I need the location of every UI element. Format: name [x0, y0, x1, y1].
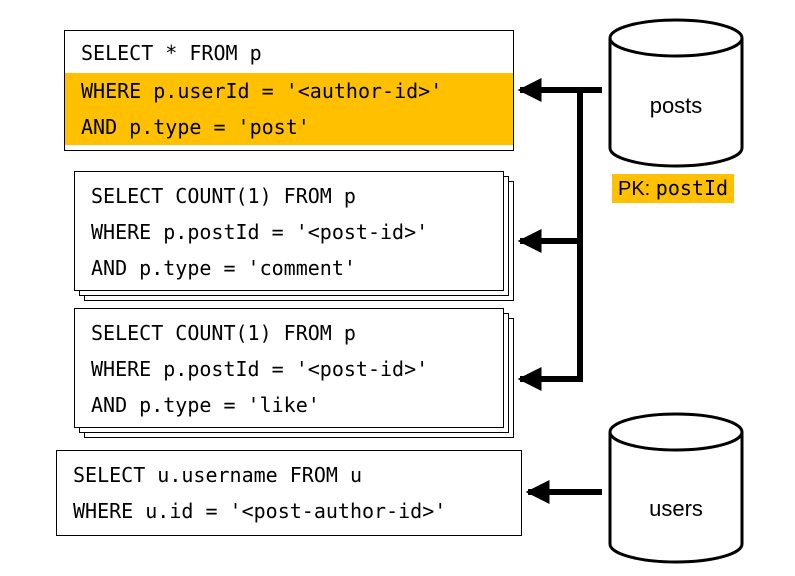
query-box-author-username: SELECT u.username FROM u WHERE u.id = '<…	[56, 450, 522, 536]
query-box-like-count: SELECT COUNT(1) FROM p WHERE p.postId = …	[74, 308, 504, 428]
posts-container-icon	[608, 18, 744, 168]
query-line: AND p.type = 'like'	[91, 393, 320, 417]
query-line: WHERE p.postId = '<post-id>'	[91, 357, 429, 381]
query-line: AND p.type = 'comment'	[91, 256, 356, 280]
query-box-comment-count: SELECT COUNT(1) FROM p WHERE p.postId = …	[74, 171, 504, 291]
posts-container-label: posts	[649, 93, 703, 118]
query-box-posts-by-author: SELECT * FROM p WHERE p.userId = '<autho…	[64, 30, 514, 151]
query-line: WHERE p.postId = '<post-id>'	[91, 220, 429, 244]
query-line: SELECT COUNT(1) FROM p	[91, 321, 356, 345]
partition-key-badge: PK: postId	[612, 174, 735, 203]
pk-field: postId	[655, 176, 729, 200]
pk-prefix: PK:	[618, 178, 656, 200]
query-line: WHERE u.id = '<post-author-id>'	[73, 499, 447, 523]
query-line: SELECT * FROM p	[81, 41, 262, 65]
users-container-label: users	[649, 496, 703, 521]
query-line: SELECT u.username FROM u	[73, 463, 362, 487]
query-line-highlighted: WHERE p.userId = '<author-id>'	[65, 73, 513, 109]
query-line-highlighted: AND p.type = 'post'	[65, 109, 513, 145]
users-container-icon	[608, 412, 744, 564]
query-line: SELECT COUNT(1) FROM p	[91, 184, 356, 208]
